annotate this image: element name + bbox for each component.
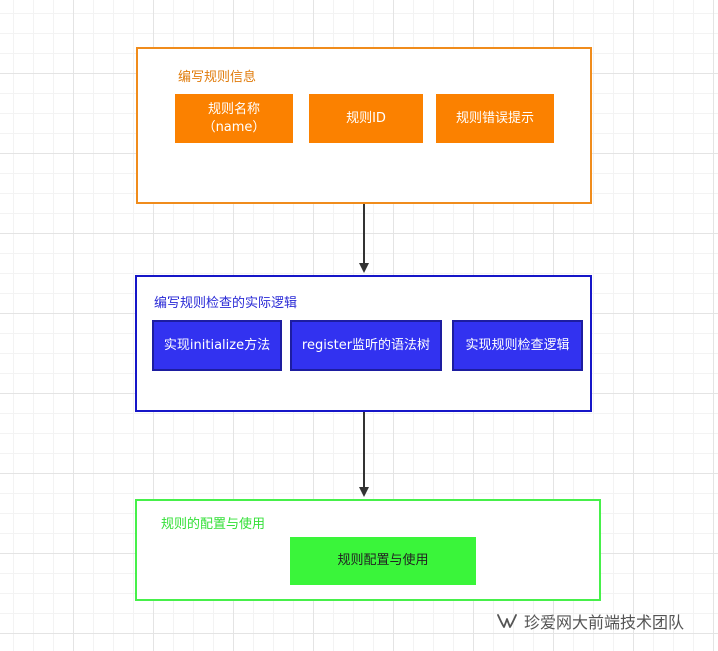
implement-initialize-node: 实现initialize方法 bbox=[152, 320, 282, 371]
rule-name-node: 规则名称 （name） bbox=[175, 94, 293, 143]
implement-check-logic-node: 实现规则检查逻辑 bbox=[452, 320, 583, 371]
wechat-channel-icon bbox=[497, 614, 517, 628]
watermark-text: 珍爱网大前端技术团队 bbox=[524, 613, 685, 632]
rule-config-group-title: 规则的配置与使用 bbox=[161, 517, 266, 532]
rule-id-node: 规则ID bbox=[309, 94, 423, 143]
watermark: 珍爱网大前端技术团队 bbox=[496, 609, 684, 633]
rule-config-usage-node: 规则配置与使用 bbox=[290, 537, 476, 585]
register-ast-listener-node: register监听的语法树 bbox=[290, 320, 442, 371]
rule-logic-group-title: 编写规则检查的实际逻辑 bbox=[154, 296, 298, 311]
rule-info-group-title: 编写规则信息 bbox=[178, 70, 257, 85]
rule-error-message-node: 规则错误提示 bbox=[436, 94, 554, 143]
